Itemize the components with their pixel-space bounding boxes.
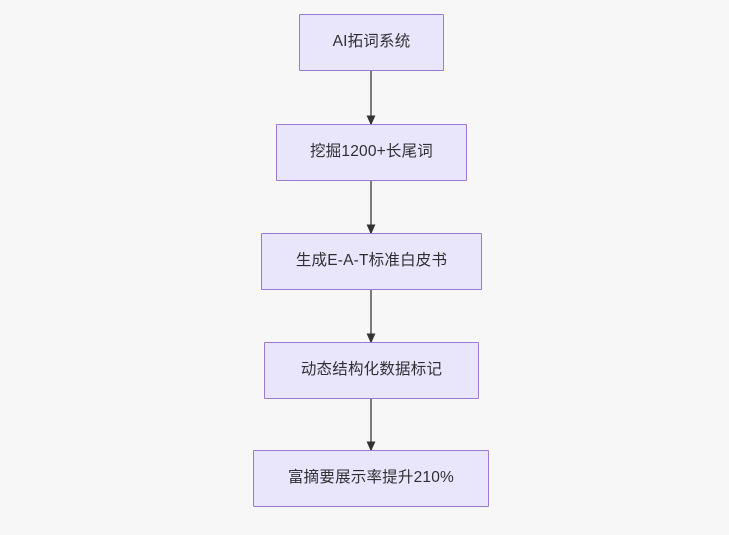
node-label: 动态结构化数据标记 [300,361,443,379]
node-label: 富摘要展示率提升210% [287,469,455,487]
node-label: AI拓词系统 [332,33,411,51]
flowchart-node-rich-snippet-rate-increase[interactable]: 富摘要展示率提升210% [253,450,489,507]
node-label: 挖掘1200+长尾词 [309,143,434,161]
flowchart-node-mine-longtail-keywords[interactable]: 挖掘1200+长尾词 [276,124,467,181]
node-label: 生成E-A-T标准白皮书 [295,252,448,270]
flowchart-node-ai-keyword-system[interactable]: AI拓词系统 [299,14,444,71]
flowchart-node-dynamic-structured-data-markup[interactable]: 动态结构化数据标记 [264,342,479,399]
flowchart-node-generate-eat-whitepaper[interactable]: 生成E-A-T标准白皮书 [261,233,482,290]
